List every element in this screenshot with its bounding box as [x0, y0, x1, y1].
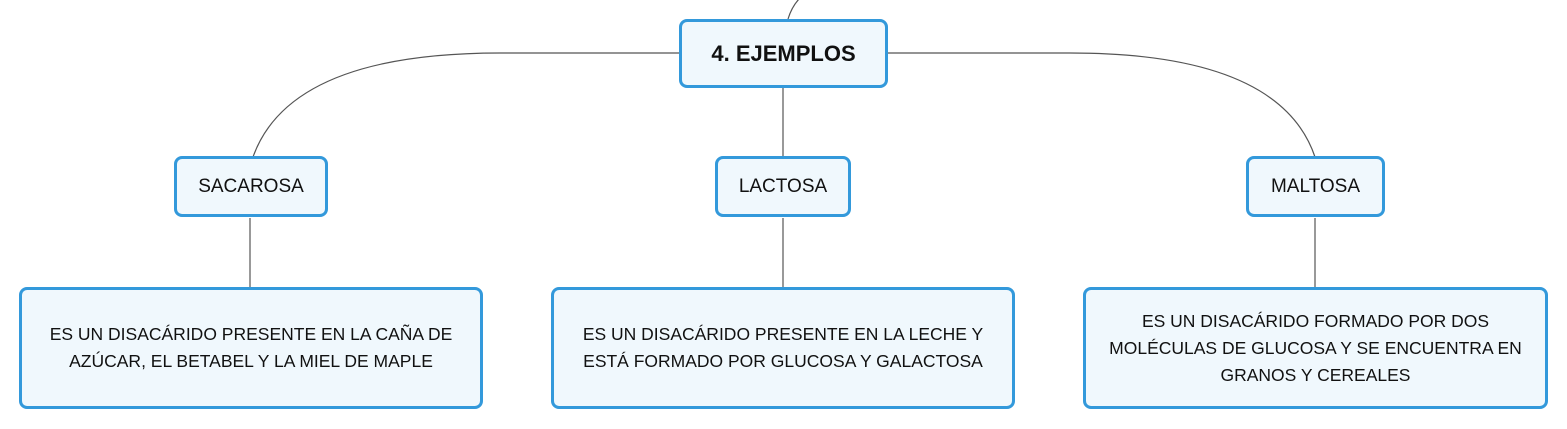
root-label: 4. EJEMPLOS — [711, 40, 856, 66]
description-lactosa[interactable]: ES UN DISACÁRIDO PRESENTE EN LA LECHE Y … — [551, 287, 1015, 409]
description-text: ES UN DISACÁRIDO PRESENTE EN LA CAÑA DE … — [49, 324, 453, 371]
node-label: MALTOSA — [1270, 175, 1361, 197]
connector-from-parent — [787, 0, 799, 20]
node-lactosa[interactable]: LACTOSA — [715, 156, 851, 217]
node-maltosa[interactable]: MALTOSA — [1246, 156, 1385, 217]
connector-root-sacarosa — [252, 52, 679, 158]
description-maltosa[interactable]: ES UN DISACÁRIDO FORMADO POR DOS MOLÉCUL… — [1083, 287, 1548, 409]
node-label: LACTOSA — [738, 175, 828, 197]
connector-root-maltosa — [888, 52, 1316, 158]
root-node[interactable]: 4. EJEMPLOS — [679, 19, 888, 88]
description-sacarosa[interactable]: ES UN DISACÁRIDO PRESENTE EN LA CAÑA DE … — [19, 287, 483, 409]
node-label: SACAROSA — [198, 175, 304, 197]
description-text: ES UN DISACÁRIDO PRESENTE EN LA LECHE Y … — [582, 324, 984, 371]
description-text: ES UN DISACÁRIDO FORMADO POR DOS MOLÉCUL… — [1109, 310, 1522, 385]
node-sacarosa[interactable]: SACAROSA — [174, 156, 328, 217]
